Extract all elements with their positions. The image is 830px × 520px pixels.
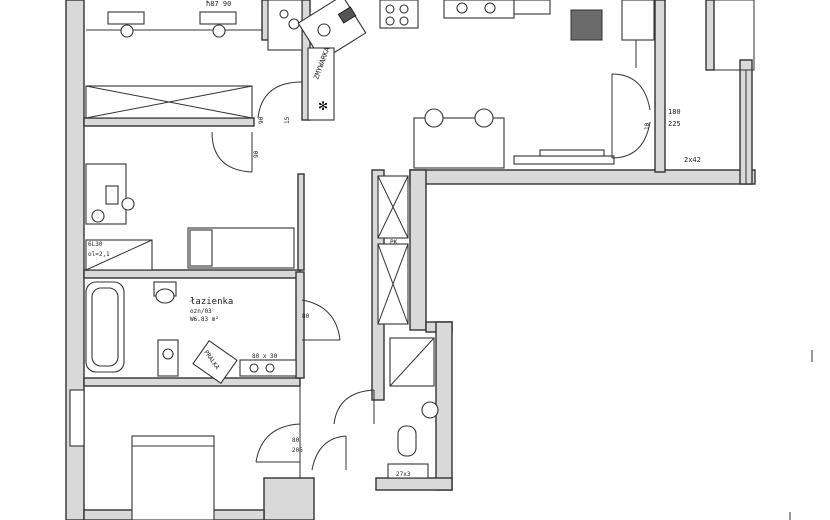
bathroom-top-wall xyxy=(83,269,301,279)
balcony-door-dim-b: 225 xyxy=(668,120,681,128)
chair-left xyxy=(120,24,134,38)
kitchen-counter xyxy=(307,47,335,121)
upper-shelf xyxy=(513,0,551,15)
chair xyxy=(91,209,105,223)
bedroom-door-dim-b: 205 xyxy=(292,447,303,454)
top-corner-dim: 2x42 xyxy=(684,156,701,164)
snowflake-icon: ✻ xyxy=(318,99,328,113)
chair-right xyxy=(212,24,226,38)
sink-icon xyxy=(484,2,496,14)
balcony-area xyxy=(713,0,755,71)
toilet-bowl xyxy=(155,288,175,304)
vent-code: 6L30 xyxy=(88,241,103,248)
kitchen-door-dim-a: 90 xyxy=(258,116,265,124)
room-right-wall xyxy=(297,173,305,271)
sideboard xyxy=(513,155,615,165)
washer xyxy=(192,340,238,384)
desk-right xyxy=(199,11,237,25)
burner-icon xyxy=(399,4,409,14)
pillow xyxy=(189,229,213,267)
basin-icon xyxy=(162,348,174,360)
bathtub-inner xyxy=(91,287,119,367)
bathroom-bottom-wall xyxy=(83,377,301,387)
dining-chair xyxy=(424,108,444,128)
desk-left xyxy=(107,11,145,25)
top-left-room: ħ87 90 xyxy=(85,0,262,119)
bathroom2-right-wall xyxy=(435,321,453,491)
bathroom-right-wall xyxy=(295,271,305,379)
hall-door-dim-top: 90 xyxy=(253,150,260,158)
upper-cabinet xyxy=(443,0,515,19)
bathroom-area-line2: W6.83 m² xyxy=(190,316,219,323)
sink-icon xyxy=(288,18,300,30)
hall-door-swing xyxy=(311,435,347,471)
bathroom-name: łazienka xyxy=(190,297,233,307)
room-door-swing xyxy=(211,131,253,173)
bowl-icon xyxy=(317,23,331,37)
room-divider-wall-1 xyxy=(83,117,255,127)
double-bed xyxy=(131,435,215,520)
sink-icon xyxy=(456,2,468,14)
bath-door-dim: 80 xyxy=(302,313,310,320)
fridge xyxy=(621,0,655,41)
dining-chair xyxy=(474,108,494,128)
basin-icon xyxy=(265,363,275,373)
lamp xyxy=(105,185,119,205)
kitchen-top-left-label: ħ87 90 xyxy=(206,0,231,8)
bedroom: 80 205 xyxy=(69,386,303,520)
basin-icon xyxy=(249,363,259,373)
corridor-box-label: PK xyxy=(390,239,398,246)
balcony-wall xyxy=(654,0,666,173)
corridor-right-wall xyxy=(409,169,427,331)
wc-basin xyxy=(421,401,439,419)
burner-icon xyxy=(279,9,289,19)
bedroom-door-wall xyxy=(263,477,315,520)
bathroom: łazienka ozn/03 W6.83 m² PRALKA 80 x 30 … xyxy=(85,281,341,384)
balcony-door-dim-c: 10 xyxy=(644,122,651,130)
burner-icon xyxy=(385,4,395,14)
balcony-door-swing-bottom xyxy=(611,121,651,159)
burner-icon xyxy=(385,16,395,26)
radiator xyxy=(69,389,85,447)
chair xyxy=(121,197,135,211)
kitchen-door-dim-b: 15 xyxy=(284,116,291,124)
balcony-door-swing-top xyxy=(611,73,651,111)
living-bottom-wall xyxy=(409,169,756,185)
small-wc-dim: 27x3 xyxy=(396,471,411,478)
living-room: 10 180 225 2x42 xyxy=(413,40,747,184)
wc-door-swing xyxy=(333,389,375,425)
vent-label: ol=2,1 xyxy=(88,251,110,258)
burner-icon xyxy=(399,16,409,26)
kitchen: ZMYWARKA ✻ 90 15 xyxy=(257,0,655,124)
bedroom-door-dim-a: 80 xyxy=(292,437,300,444)
column-block xyxy=(570,9,603,41)
wc-shelf xyxy=(387,463,429,479)
balcony-door-dim-a: 180 xyxy=(668,108,681,116)
dining-table xyxy=(413,117,505,169)
middle-room: 90 6L30 ol=2,1 xyxy=(85,131,295,271)
shelf-dim: 80 x 30 xyxy=(252,353,278,360)
bathroom-door-swing xyxy=(301,299,341,341)
bedroom-door-swing xyxy=(255,423,301,463)
bathroom-area-line1: ozn/03 xyxy=(190,308,212,315)
tv-unit xyxy=(539,149,605,157)
wc-bottom-wall xyxy=(375,477,453,491)
hob-icon xyxy=(337,6,357,24)
kitchen-door-swing xyxy=(257,81,303,119)
stove xyxy=(379,0,419,29)
corridor: PK 27x3 2x15 xyxy=(311,175,439,479)
wc-toilet xyxy=(397,425,417,457)
right-column xyxy=(705,0,715,71)
